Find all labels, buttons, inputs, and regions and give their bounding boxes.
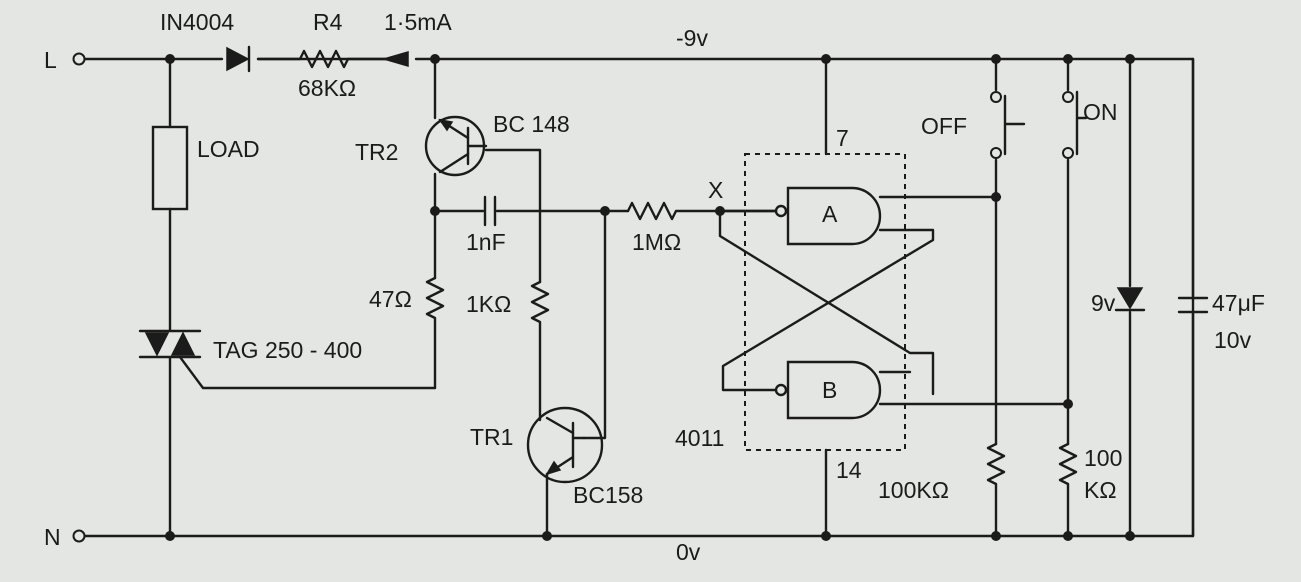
resistor-100k-right <box>1058 442 1078 538</box>
gate-a-label: A <box>822 201 838 227</box>
switch-on <box>1062 57 1088 446</box>
ic-pin14-label: 14 <box>836 457 862 483</box>
transistor-tr1 <box>526 406 604 538</box>
resistor-r4-current: 1·5mA <box>384 9 452 35</box>
transistor-tr2 <box>424 115 542 284</box>
triac-label: TAG 250 - 400 <box>213 337 362 363</box>
supply-rail-label: -9v <box>676 25 708 51</box>
resistor-100k-right-label-bottom: KΩ <box>1084 477 1117 503</box>
terminal-n-label: N <box>44 524 61 550</box>
zener-label: 9v <box>1091 290 1116 316</box>
resistor-r4 <box>256 49 409 69</box>
resistor-47-ohm <box>425 276 445 390</box>
node-x-label: X <box>708 177 723 203</box>
resistor-r4-value: 68KΩ <box>298 75 356 101</box>
zener-diode <box>1114 57 1146 538</box>
diode-in4004 <box>226 45 251 73</box>
tr2-name: TR2 <box>355 139 398 165</box>
terminal-n <box>72 529 86 543</box>
capacitor-47uf-voltage: 10v <box>1214 327 1252 353</box>
ic-part-label: 4011 <box>675 425 724 451</box>
terminal-l <box>72 52 86 66</box>
tr1-part: BC158 <box>573 482 643 508</box>
gate-b-label: B <box>822 377 837 403</box>
ground-rail-label: 0v <box>676 539 701 565</box>
resistor-100k-left <box>986 442 1006 538</box>
capacitor-47uf-value: 47μF <box>1212 290 1265 316</box>
resistor-1m <box>626 201 778 221</box>
junction-dots <box>165 54 1135 541</box>
load-label: LOAD <box>197 136 260 162</box>
diode-label: IN4004 <box>160 9 234 35</box>
resistor-1k-label: 1KΩ <box>466 291 511 317</box>
ic-pin7-label: 7 <box>836 125 849 151</box>
capacitor-1nf <box>433 195 630 227</box>
resistor-1m-label: 1MΩ <box>632 229 681 255</box>
resistor-100k-left-label: 100KΩ <box>878 477 949 503</box>
switch-off-label: OFF <box>921 113 967 139</box>
triac <box>138 329 437 390</box>
switch-on-label: ON <box>1083 99 1118 125</box>
tr1-name: TR1 <box>470 424 513 450</box>
terminal-l-label: L <box>44 47 57 73</box>
nand-gate-a <box>718 186 1002 396</box>
resistor-100k-right-label-top: 100 <box>1084 445 1122 471</box>
capacitor-1nf-label: 1nF <box>466 229 506 255</box>
supply-rail <box>83 57 1195 538</box>
tr1-base-wire <box>582 209 607 440</box>
resistor-r4-name: R4 <box>313 9 343 35</box>
resistor-47-label: 47Ω <box>369 286 412 312</box>
load-box <box>151 125 189 211</box>
nand-gate-b <box>774 360 1070 420</box>
capacitor-47uf <box>1177 57 1209 538</box>
resistor-1k <box>530 280 550 422</box>
switch-off <box>990 57 1026 446</box>
tr2-part: BC 148 <box>493 111 570 137</box>
